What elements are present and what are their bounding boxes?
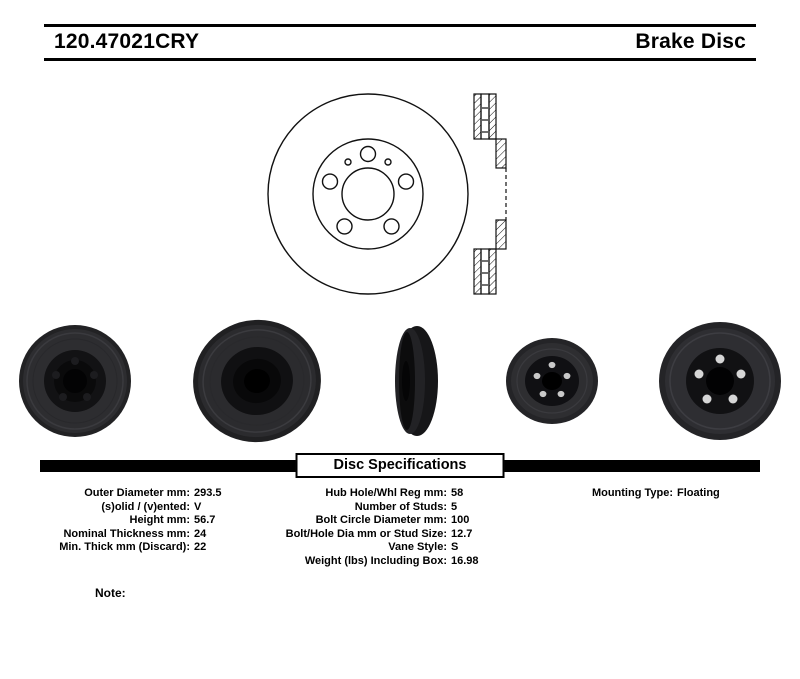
- rotor-image: [19, 325, 131, 437]
- spec-label: Weight (lbs) Including Box:: [304, 554, 447, 567]
- spec-row: Hub Hole/Whl Reg mm: 58: [265, 487, 565, 501]
- spec-label: (s)olid / (v)ented:: [101, 500, 190, 513]
- product-name: Brake Disc: [635, 30, 746, 53]
- spec-row: Outer Diameter mm: 293.5: [40, 487, 265, 501]
- spec-label: Outer Diameter mm:: [84, 487, 190, 499]
- spec-value: V: [194, 500, 202, 513]
- spec-row: Vane Style: S: [265, 541, 565, 555]
- spec-row: Bolt Circle Diameter mm: 100: [265, 514, 565, 528]
- spec-value: 5: [451, 500, 458, 513]
- spec-value: Floating: [677, 487, 720, 499]
- spec-value: 22: [194, 541, 207, 553]
- brake-disc-drawing: [267, 93, 507, 295]
- rotor-image: [395, 326, 438, 436]
- spec-label: Min. Thick mm (Discard):: [59, 541, 190, 553]
- spec-value: 56.7: [194, 514, 216, 526]
- spec-value: 24: [194, 527, 207, 540]
- spec-row: Height mm: 56.7: [40, 514, 265, 528]
- rotor-cross-section-view: [473, 93, 507, 295]
- spec-row: Weight (lbs) Including Box: 16.98: [265, 555, 565, 569]
- spec-label: Bolt/Hole Dia mm or Stud Size:: [285, 527, 447, 540]
- spec-row: Bolt/Hole Dia mm or Stud Size: 12.7: [265, 528, 565, 542]
- rotor-image: [659, 322, 781, 440]
- rotor-image: [505, 338, 598, 424]
- rotor-image: [192, 319, 321, 443]
- spec-row: Min. Thick mm (Discard): 22: [40, 541, 265, 555]
- spec-label: Nominal Thickness mm:: [63, 527, 190, 540]
- spec-column-middle: Hub Hole/Whl Reg mm: 58 Number of Studs:…: [265, 487, 565, 568]
- rotor-photo-angled-small: [505, 336, 599, 426]
- spec-row: Number of Studs: 5: [265, 501, 565, 515]
- spec-section-header: Disc Specifications: [40, 453, 760, 479]
- spec-value: 16.98: [451, 554, 479, 567]
- spec-table: Outer Diameter mm: 293.5 (s)olid / (v)en…: [0, 479, 800, 568]
- spec-row: Mounting Type: Floating: [573, 487, 776, 501]
- spec-column-right: Mounting Type: Floating: [565, 487, 776, 568]
- spec-section-title: Disc Specifications: [295, 453, 505, 478]
- spec-value: 12.7: [451, 527, 473, 540]
- spec-label: Vane Style:: [388, 541, 447, 553]
- spec-label: Bolt Circle Diameter mm:: [315, 514, 447, 526]
- title-bar: 120.47021CRY Brake Disc: [44, 24, 756, 61]
- spec-value: 293.5: [194, 487, 222, 499]
- spec-row: Nominal Thickness mm: 24: [40, 528, 265, 542]
- spec-sheet: 120.47021CRY Brake Disc: [0, 24, 800, 679]
- note-label: Note:: [95, 586, 126, 600]
- technical-drawing: [0, 61, 800, 311]
- spec-label: Number of Studs:: [354, 500, 447, 513]
- spec-label: Hub Hole/Whl Reg mm:: [325, 487, 447, 499]
- spec-value: S: [451, 541, 459, 553]
- part-number: 120.47021CRY: [54, 30, 200, 53]
- rotor-photo-edge-view: [381, 325, 445, 437]
- spec-value: 58: [451, 487, 464, 499]
- spec-label: Height mm:: [129, 514, 191, 526]
- rotor-photo-front-right: [658, 321, 782, 441]
- rotor-photo-front-large: [192, 318, 322, 444]
- spec-label: Mounting Type:: [591, 487, 673, 499]
- product-photos: [0, 315, 800, 447]
- rotor-photo-front-left: [18, 324, 132, 438]
- spec-value: 100: [451, 514, 470, 526]
- spec-column-left: Outer Diameter mm: 293.5 (s)olid / (v)en…: [40, 487, 265, 568]
- spec-row: (s)olid / (v)ented: V: [40, 501, 265, 515]
- rotor-front-view: [267, 93, 469, 295]
